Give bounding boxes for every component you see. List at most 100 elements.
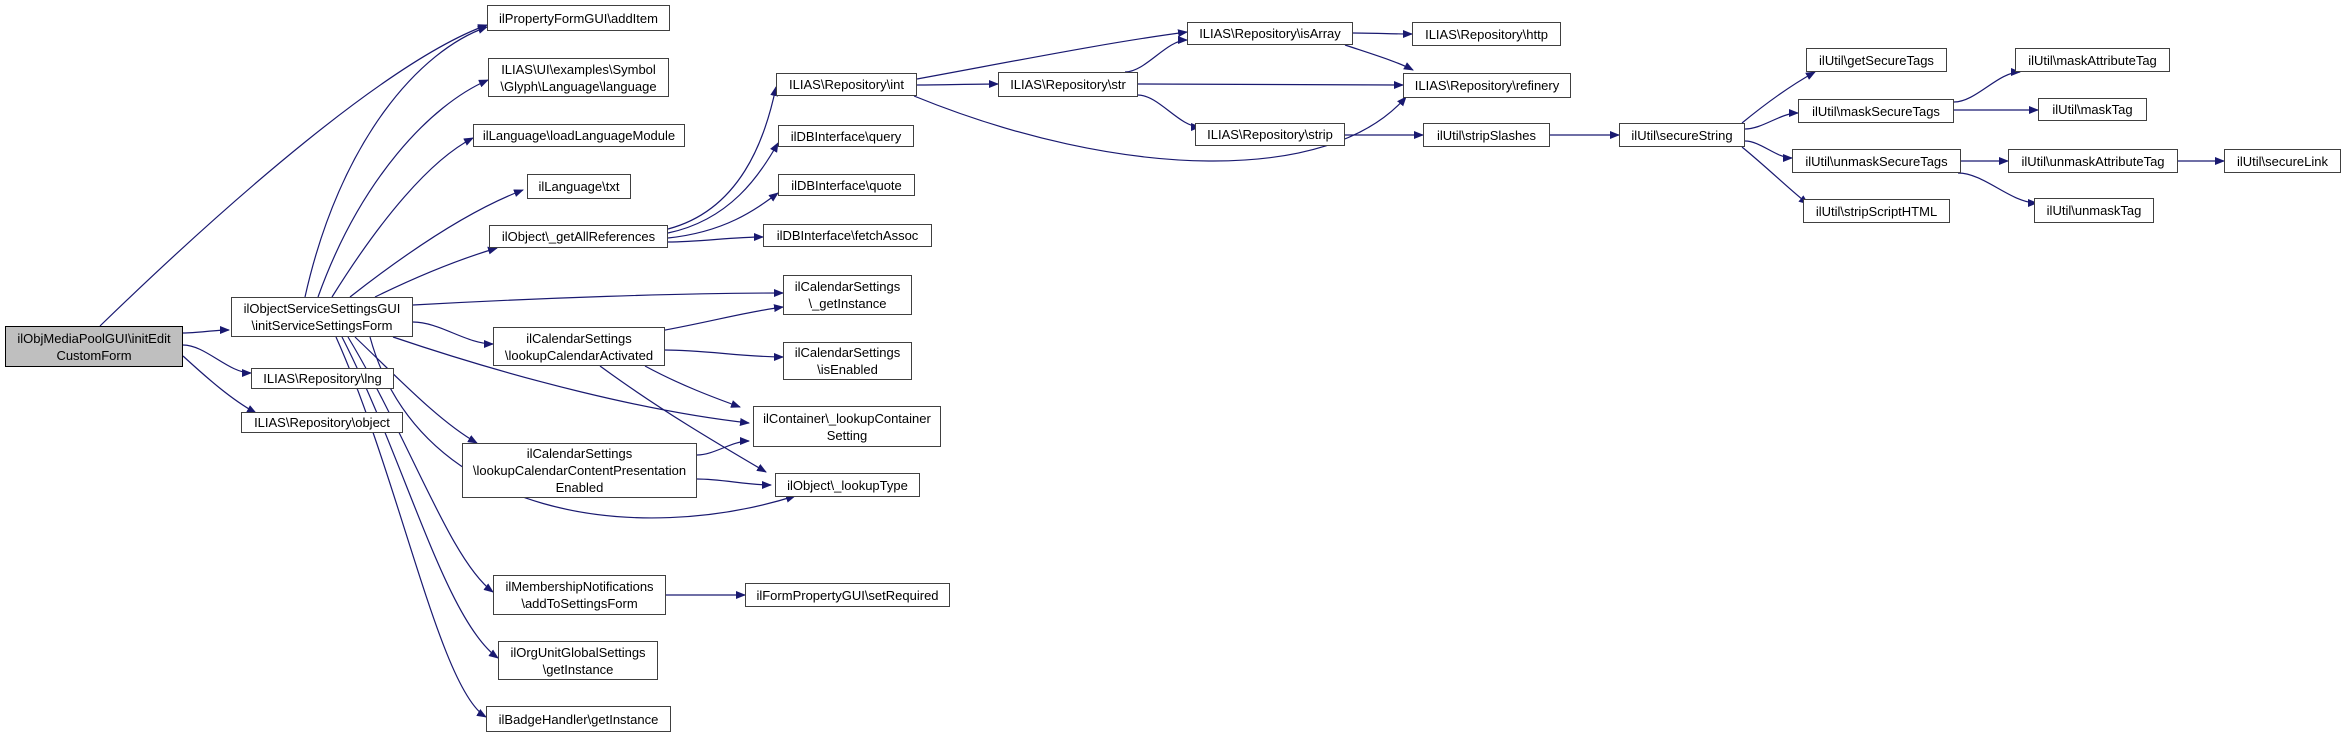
graph-node-addItem[interactable]: ilPropertyFormGUI\addItem [487,5,670,31]
edge-initEditCustomForm-addItem [99,24,488,327]
graph-node-unmaskAttributeTag[interactable]: ilUtil\unmaskAttributeTag [2008,149,2178,173]
node-label-line: ilObject\_getAllReferences [501,229,656,244]
edge-str-strip [1137,94,1201,131]
edge-str-refinery [1137,80,1404,89]
edge-initServiceSettingsForm-badgeGetInstance [335,336,487,718]
graph-node-initServiceSettingsForm[interactable]: ilObjectServiceSettingsGUI \initServiceSe… [231,297,413,337]
graph-node-isArray[interactable]: ILIAS\Repository\isArray [1187,22,1353,45]
graph-node-maskSecureTags[interactable]: ilUtil\maskSecureTags [1798,99,1954,123]
graph-node-secureLink[interactable]: ilUtil\secureLink [2224,149,2341,173]
graph-node-setRequired[interactable]: ilFormPropertyGUI\setRequired [745,583,950,607]
node-label-line: ILIAS\Repository\http [1425,26,1548,42]
graph-node-unmaskTag[interactable]: ilUtil\unmaskTag [2034,198,2154,223]
graph-node-orgUnitGetInstance[interactable]: ilOrgUnitGlobalSettings\getInstance [498,641,658,680]
edge-lookupCalendarActivated-containerSetting [644,365,741,408]
node-label-line: ILIAS\UI\examples\Symbol [501,61,656,77]
graph-node-http[interactable]: ILIAS\Repository\http [1412,22,1561,46]
node-label-line: ilOrgUnitGlobalSettings [510,644,646,660]
edge-initServiceSettingsForm-calGetInstance [412,289,784,306]
node-label-line: ilUtil\maskSecureTags [1812,103,1940,119]
edge-secureString-unmaskSecureTags [1744,140,1793,162]
edge-initEditCustomForm-initServiceSettingsForm [182,326,230,335]
graph-node-addToSettingsForm[interactable]: ilMembershipNotifications\addToSettingsF… [493,575,666,615]
graph-node-refinery[interactable]: ILIAS\Repository\refinery [1403,73,1571,98]
graph-node-getAllReferences[interactable]: ilObject\_getAllReferences [489,225,668,248]
node-label-line: ilDBInterface\fetchAssoc [776,228,919,243]
graph-node-int[interactable]: ILIAS\Repository\int [776,73,917,96]
node-label-line: \getInstance [542,661,614,677]
graph-node-lookupCalendarActivated[interactable]: ilCalendarSettings\lookupCalendarActivat… [493,327,665,366]
node-label-line: Enabled [555,480,604,495]
node-label-line: ilObjMediaPoolGUI\initEdit [17,330,171,346]
node-label-line: ilCalendarSettings [794,279,901,294]
edge-secureString-stripScriptHTML [1741,146,1809,205]
edge-lookupCalendarActivated-isEnabled [664,349,784,361]
graph-node-maskTag[interactable]: ilUtil\maskTag [2038,98,2147,121]
node-label-line: ilLanguage\loadLanguageModule [482,128,676,143]
edge-maskSecureTags-maskAttributeTag [1953,68,2021,103]
edge-initServiceSettingsForm-glyphLanguage [317,79,489,298]
edge-getAllReferences-fetchAssoc [667,233,764,243]
graph-node-fetchAssoc[interactable]: ilDBInterface\fetchAssoc [763,224,932,247]
edge-getAllReferences-int [667,86,779,230]
node-label-line: ilCalendarSettings [526,330,632,346]
graph-node-getSecureTags[interactable]: ilUtil\getSecureTags [1806,48,1947,72]
edge-isArray-http [1352,29,1413,38]
edge-getAllReferences-quote [667,192,779,239]
graph-node-badgeGetInstance[interactable]: ilBadgeHandler\getInstance [486,706,671,732]
node-label-line: Setting [826,427,868,443]
edge-secureString-maskSecureTags [1744,109,1799,130]
node-label-line: ilUtil\getSecureTags [1819,52,1934,68]
edge-initServiceSettingsForm-lookupCalendarContentPresentationEnabled [354,336,478,444]
node-label-line: ILIAS\Repository\isArray [1199,26,1341,41]
graph-node-query[interactable]: ilDBInterface\query [778,125,914,147]
node-label-line: ilUtil\stripScriptHTML [1815,203,1938,219]
graph-node-secureString[interactable]: ilUtil\secureString [1619,123,1745,147]
node-label-line: ilUtil\unmaskSecureTags [1805,153,1948,169]
edge-int-str [916,80,999,89]
node-label-line: ilObjectServiceSettingsGUI [243,301,401,316]
graph-node-lookupType[interactable]: ilObject\_lookupType [775,473,920,497]
node-label-line: \initServiceSettingsForm [251,318,393,333]
node-label-line: \isEnabled [817,362,878,377]
node-label-line: ilPropertyFormGUI\addItem [499,10,658,26]
graph-node-calGetInstance[interactable]: ilCalendarSettings\_getInstance [783,275,912,315]
graph-node-stripScriptHTML[interactable]: ilUtil\stripScriptHTML [1803,199,1950,223]
graph-node-lng[interactable]: ILIAS\Repository\lng [251,368,394,389]
edge-initServiceSettingsForm-getAllReferences [374,246,498,298]
graph-node-txt[interactable]: ilLanguage\txt [527,174,631,199]
node-label-line: ILIAS\Repository\str [1010,77,1126,92]
graph-node-strip[interactable]: ILIAS\Repository\strip [1195,123,1345,146]
graph-node-unmaskSecureTags[interactable]: ilUtil\unmaskSecureTags [1792,149,1961,173]
node-label-line: ilUtil\maskAttributeTag [2028,52,2157,68]
graph-node-str[interactable]: ILIAS\Repository\str [998,72,1138,97]
graph-node-isEnabled[interactable]: ilCalendarSettings\isEnabled [783,342,912,380]
node-label-line: ilMembershipNotifications [505,579,654,594]
edge-int-refinery [913,95,1407,162]
graph-node-lookupCalendarContentPresentationEnabled[interactable]: ilCalendarSettings \lookupCalendarContent… [462,443,697,498]
node-label-line: ilFormPropertyGUI\setRequired [756,587,939,603]
graph-node-object[interactable]: ILIAS\Repository\object [241,412,403,433]
graph-node-stripSlashes[interactable]: ilUtil\stripSlashes [1423,123,1550,147]
graph-node-quote[interactable]: ilDBInterface\quote [778,174,915,196]
edge-lookupCalendarActivated-calGetInstance [659,304,784,332]
graph-node-loadLanguageModule[interactable]: ilLanguage\loadLanguageModule [473,124,685,147]
node-label-line: ilUtil\stripSlashes [1437,127,1536,143]
node-label-line: ilDBInterface\quote [791,177,902,193]
edge-initServiceSettingsForm-lookupType [369,336,796,519]
edge-initServiceSettingsForm-addItem [304,26,488,298]
graph-node-maskAttributeTag[interactable]: ilUtil\maskAttributeTag [2015,48,2170,72]
node-label-line: ilUtil\unmaskTag [2046,203,2142,218]
graph-node-glyphLanguage[interactable]: ILIAS\UI\examples\Symbol\Glyph\Language\… [488,58,669,97]
node-label-line: ilUtil\secureLink [2236,153,2329,169]
edge-secureString-getSecureTags [1741,71,1816,124]
edge-str-isArray [1124,36,1188,73]
node-label-line: ILIAS\Repository\strip [1207,127,1333,142]
node-label-line: ilUtil\maskTag [2052,102,2133,117]
node-label-line: \lookupCalendarContentPresentation [472,463,687,478]
edge-unmaskSecureTags-unmaskTag [1957,172,2038,207]
node-label-line: ilCalendarSettings [526,446,633,461]
